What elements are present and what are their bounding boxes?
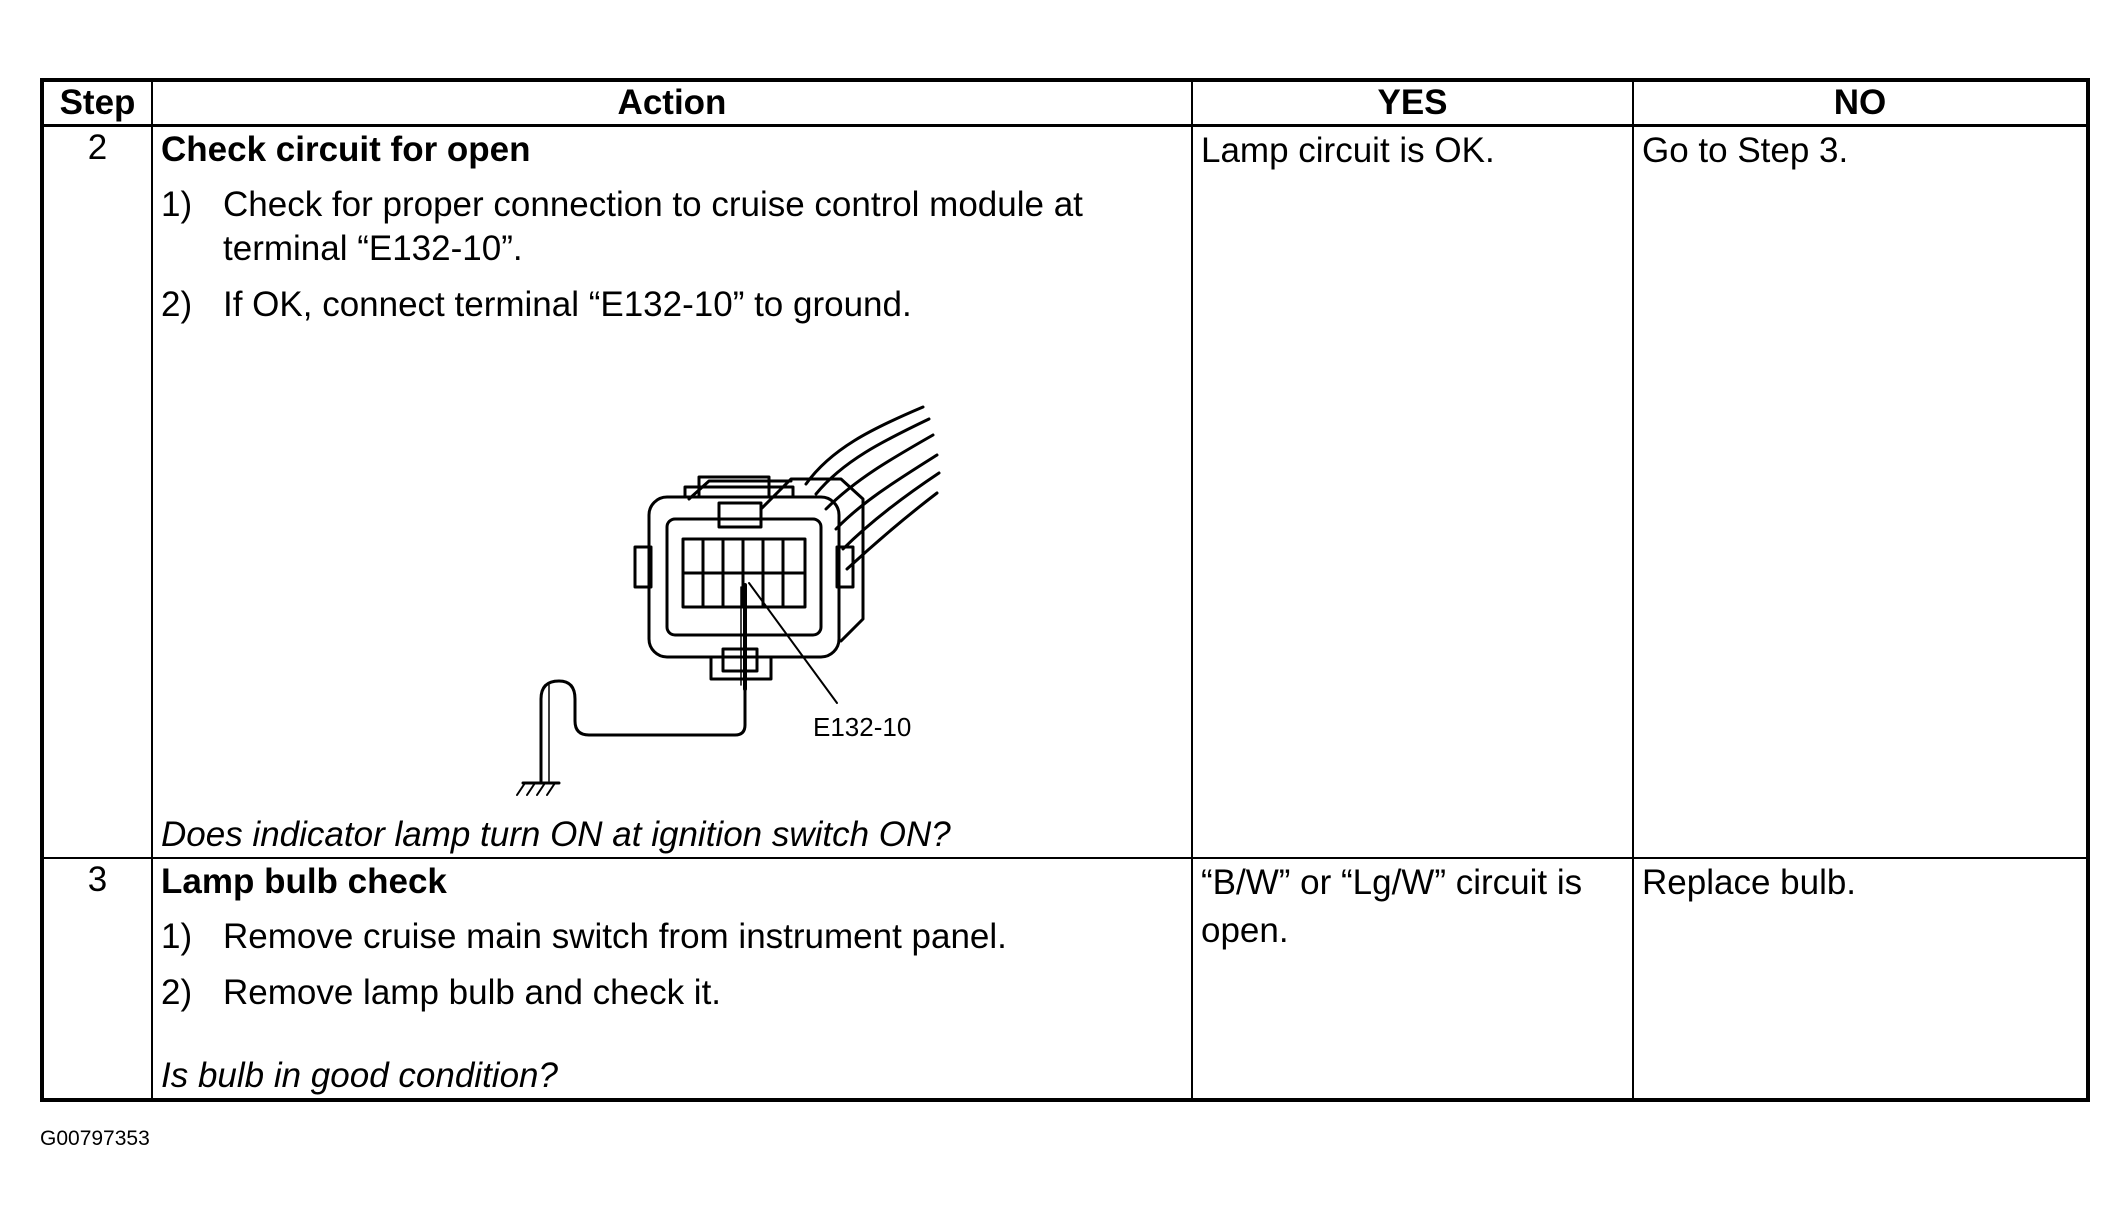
- header-row: Step Action YES NO: [41, 79, 2089, 127]
- action-title: Lamp bulb check: [161, 862, 447, 901]
- step-number: 2: [41, 124, 153, 859]
- wire: [814, 417, 931, 496]
- step-number: 3: [41, 857, 153, 1101]
- list-item-text: Remove lamp bulb and check it.: [223, 973, 722, 1012]
- wire: [845, 491, 939, 571]
- list-item: 1) Check for proper connection to cruise…: [161, 183, 1183, 271]
- wire: [841, 471, 941, 551]
- terminal-label: E132-10: [813, 712, 911, 742]
- header-no: NO: [1632, 79, 2089, 127]
- list-item-text: Remove cruise main switch from instrumen…: [223, 917, 1007, 956]
- action-question: Is bulb in good condition?: [161, 1056, 558, 1095]
- yes-result: Lamp circuit is OK.: [1191, 124, 1634, 859]
- connector-illustration: E132-10: [471, 369, 1071, 799]
- action-steps: 1) Check for proper connection to cruise…: [161, 183, 1183, 327]
- table-row-step-2: 2 Check circuit for open 1) Check for pr…: [41, 124, 2089, 859]
- action-question: Does indicator lamp turn ON at ignition …: [161, 815, 951, 854]
- no-result: Go to Step 3.: [1632, 124, 2089, 859]
- wire: [834, 453, 939, 531]
- header-step: Step: [41, 79, 153, 127]
- diagnostic-table: Step Action YES NO 2 Check circuit for o…: [40, 78, 2090, 1102]
- list-item: 1) Remove cruise main switch from instru…: [161, 915, 1183, 959]
- action-title: Check circuit for open: [161, 130, 531, 169]
- list-item-text: Check for proper connection to cruise co…: [223, 185, 1083, 268]
- list-item-number: 2): [161, 973, 193, 1012]
- header-action: Action: [151, 79, 1193, 127]
- no-result: Replace bulb.: [1632, 857, 2089, 1101]
- header-yes: YES: [1191, 79, 1634, 127]
- list-item-number: 1): [161, 917, 193, 956]
- connector-diagram: E132-10: [516, 405, 941, 796]
- action-cell: Lamp bulb check 1) Remove cruise main sw…: [151, 857, 1193, 1101]
- table-row-step-3: 3 Lamp bulb check 1) Remove cruise main …: [41, 857, 2089, 1101]
- list-item-number: 1): [161, 185, 193, 224]
- list-item: 2) If OK, connect terminal “E132-10” to …: [161, 283, 1183, 327]
- list-item-text: If OK, connect terminal “E132-10” to gro…: [223, 285, 912, 324]
- list-item: 2) Remove lamp bulb and check it.: [161, 971, 1183, 1015]
- wire: [804, 405, 925, 486]
- action-steps: 1) Remove cruise main switch from instru…: [161, 915, 1183, 1015]
- yes-result: “B/W” or “Lg/W” circuit is open.: [1191, 857, 1634, 1101]
- action-cell: Check circuit for open 1) Check for prop…: [151, 124, 1193, 859]
- figure-id: G00797353: [40, 1127, 150, 1150]
- list-item-number: 2): [161, 285, 193, 324]
- wire: [824, 433, 935, 511]
